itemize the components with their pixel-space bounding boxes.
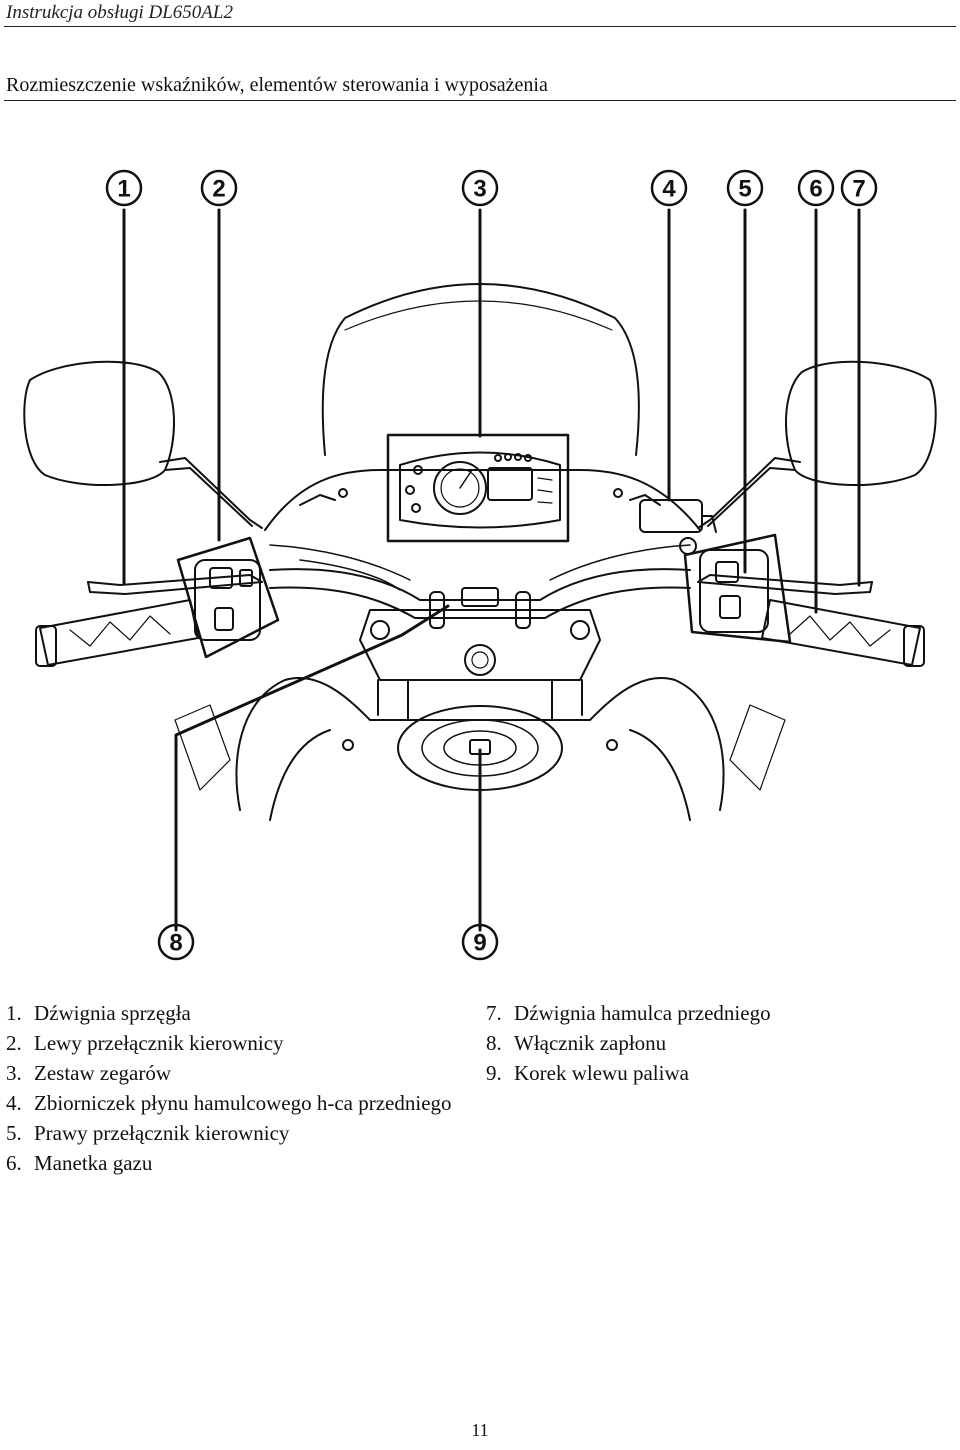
legend-number: 9. (486, 1061, 502, 1085)
section-title: Rozmieszczenie wskaźników, elementów ste… (6, 74, 548, 96)
triple-clamp (359, 587, 601, 681)
callout-label-8: 8 (169, 930, 182, 957)
legend-text: Włącznik zapłonu (514, 1031, 667, 1055)
legend-number: 4. (6, 1091, 22, 1115)
legend-number: 6. (6, 1151, 22, 1175)
clutch-lever (87, 574, 263, 595)
legend-number: 8. (486, 1031, 502, 1055)
legend-number: 2. (6, 1031, 22, 1055)
handlebar (269, 568, 691, 629)
legend-number: 5. (6, 1121, 22, 1145)
header-rule (4, 26, 956, 27)
legend-item: 3. Zestaw zegarów (6, 1058, 472, 1088)
callout-label-1: 1 (117, 176, 130, 203)
left-mirror (23, 360, 263, 529)
title-rule (4, 100, 956, 101)
callout-marker-3 (461, 169, 499, 207)
callout-marker-5 (726, 169, 764, 207)
legend-item: 8. Włącznik zapłonu (486, 1028, 926, 1058)
right-switch-housing (699, 549, 769, 633)
fairing (264, 469, 701, 531)
legend-text: Zestaw zegarów (34, 1061, 172, 1085)
left-switch-housing (194, 559, 261, 641)
callout-marker-6 (797, 169, 835, 207)
motorcycle-cockpit-diagram: 1 2 3 4 5 6 7 8 9 (23, 169, 937, 961)
leader-lines (122, 208, 861, 932)
callout-marker-9 (461, 923, 499, 961)
callout-label-6: 6 (809, 176, 822, 203)
brake-lever (697, 574, 873, 595)
callout-label-9: 9 (473, 930, 486, 957)
legend-number: 7. (486, 1001, 502, 1025)
legend-left-column: 1. Dźwignia sprzęgła 2. Lewy przełącznik… (6, 998, 472, 1178)
callout-markers (105, 169, 878, 961)
legend-item: 1. Dźwignia sprzęgła (6, 998, 472, 1028)
instrument-highlight-box (386, 433, 570, 543)
running-header: Instrukcja obsługi DL650AL2 (6, 2, 233, 23)
legend-text: Prawy przełącznik kierownicy (34, 1121, 290, 1145)
legend-item: 6. Manetka gazu (6, 1148, 472, 1178)
legend-item: 5. Prawy przełącznik kierownicy (6, 1118, 472, 1148)
legend-item: 9. Korek wlewu paliwa (486, 1058, 926, 1088)
legend-text: Zbiorniczek płynu hamulcowego h-ca przed… (34, 1091, 452, 1115)
legend-text: Korek wlewu paliwa (514, 1061, 689, 1085)
callout-label-4: 4 (662, 176, 676, 203)
legend-text: Dźwignia sprzęgła (34, 1001, 191, 1025)
callout-label-3: 3 (473, 176, 486, 203)
callout-label-5: 5 (738, 176, 751, 203)
legend-text: Lewy przełącznik kierownicy (34, 1031, 284, 1055)
callout-marker-1 (105, 169, 143, 207)
callout-marker-4 (650, 169, 688, 207)
callout-label-2: 2 (212, 176, 225, 203)
legend-number: 1. (6, 1001, 22, 1025)
callout-label-7: 7 (852, 176, 865, 203)
callout-marker-7 (840, 169, 878, 207)
page-number: 11 (471, 1420, 489, 1440)
legend-item: 4. Zbiorniczek płynu hamulcowego h-ca pr… (6, 1088, 472, 1118)
legend-number: 3. (6, 1061, 22, 1085)
legend-text: Manetka gazu (34, 1151, 153, 1175)
callout-marker-2 (200, 169, 238, 207)
legend-text: Dźwignia hamulca przedniego (514, 1001, 771, 1025)
right-mirror (697, 360, 937, 529)
left-switch-highlight-box (176, 536, 280, 659)
legend-item: 7. Dźwignia hamulca przedniego (486, 998, 926, 1028)
left-grip (35, 599, 199, 667)
legend-right-column: 7. Dźwignia hamulca przedniego 8. Włączn… (486, 998, 926, 1088)
instrument-cluster (399, 451, 561, 529)
callout-marker-8 (157, 923, 195, 961)
legend-item: 2. Lewy przełącznik kierownicy (6, 1028, 472, 1058)
